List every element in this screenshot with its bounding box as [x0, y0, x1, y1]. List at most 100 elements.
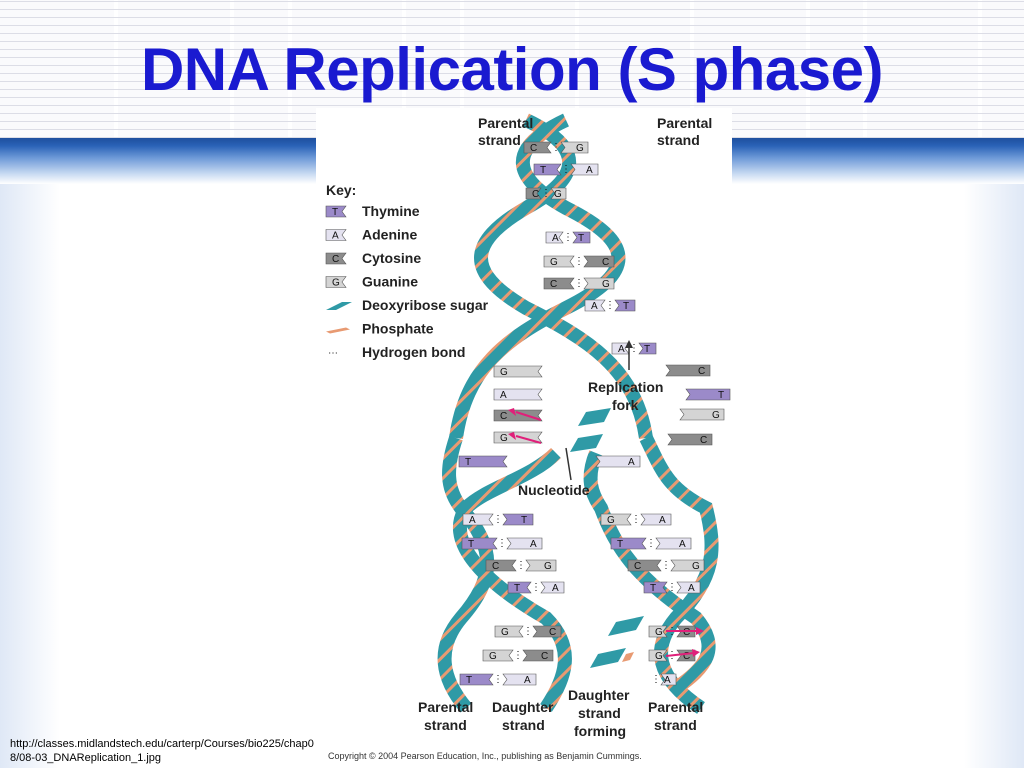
parental-backbone-b	[474, 113, 653, 440]
base-letter: T	[468, 539, 474, 550]
right-parental-backbone	[639, 434, 719, 714]
right-helix-base-pair: C⋮⋮G	[627, 559, 705, 572]
dna-figure-svg: C⋮⋮GT⋮⋮AC⋮⋮GA⋮⋮TG⋮⋮CC⋮⋮GA⋮⋮TA⋮⋮TGACGTCTG…	[325, 113, 731, 739]
copyright-notice: Copyright © 2004 Pearson Education, Inc.…	[328, 751, 642, 761]
base-g: G	[648, 649, 668, 662]
base-a: A	[506, 537, 543, 550]
hydrogen-bond-dots: ⋮⋮	[523, 626, 543, 637]
base-t: T	[502, 513, 534, 526]
right-template-base: A	[595, 455, 641, 468]
base-letter: G	[489, 651, 497, 662]
hydrogen-bond-dots: ⋮⋮	[563, 232, 583, 243]
hydrogen-bond-dots: ⋮⋮	[574, 256, 594, 267]
base-t: T	[643, 581, 668, 594]
top-base-pair: A⋮⋮T	[611, 342, 657, 355]
key-swatch-sugar	[326, 302, 352, 310]
hydrogen-bond-dots: ⋮⋮	[493, 674, 513, 685]
base-letter: C	[500, 411, 507, 422]
label-nucleotide: Nucleotide	[518, 482, 590, 498]
hydrogen-bond-dots: ⋮⋮	[629, 343, 649, 354]
base-pairs: C⋮⋮GT⋮⋮AC⋮⋮GA⋮⋮TG⋮⋮CC⋮⋮GA⋮⋮TA⋮⋮TGACGTCTG…	[458, 141, 731, 686]
source-url-line-1[interactable]: http://classes.midlandstech.edu/carterp/…	[10, 738, 314, 750]
key-label: Adenine	[362, 227, 417, 243]
hydrogen-bond-dots: ⋮⋮	[646, 538, 666, 549]
base-letter: C	[492, 561, 499, 572]
header-band	[0, 0, 1024, 138]
base-letter: G	[554, 189, 562, 200]
top-base-pair: C⋮⋮G	[525, 187, 567, 200]
base-letter: C	[683, 627, 690, 638]
base-g: G	[648, 625, 668, 638]
nucleotide-addition-arrows	[508, 408, 704, 657]
base-letter: C	[550, 279, 557, 290]
hydrogen-bond-dots: ⋮⋮	[561, 164, 581, 175]
replication-fork-pointer-tip	[625, 340, 633, 348]
base-letter: C	[541, 651, 548, 662]
base-letter: A	[332, 231, 339, 242]
base-letter: T	[718, 390, 724, 401]
source-url-line-2[interactable]: 8/08-03_DNAReplication_1.jpg	[10, 752, 162, 764]
hydrogen-bond-dots: ⋮⋮	[651, 674, 671, 685]
base-a: A	[640, 513, 672, 526]
base-t: T	[614, 299, 636, 312]
base-a: A	[570, 163, 599, 176]
base-letter: T	[617, 539, 623, 550]
base-letter: A	[659, 515, 666, 526]
base-letter: G	[544, 561, 552, 572]
base-letter: T	[465, 457, 471, 468]
left-daughter-backbone	[453, 447, 572, 712]
label-daughter-strand-2: strand	[502, 717, 545, 733]
left-daughter-helix	[437, 435, 572, 713]
base-g: G	[494, 625, 524, 638]
key-label: Cytosine	[362, 250, 421, 266]
key-item: A Adenine	[325, 227, 417, 243]
hydrogen-bond-dots: ⋮⋮	[531, 582, 551, 593]
label-parental-strand-top-right: Parental	[657, 115, 712, 131]
right-helix-base-pair: T⋮⋮A	[643, 581, 701, 594]
label-parental-strand-bottom-right-2: strand	[654, 717, 697, 733]
left-helix-base-pair: C⋮⋮G	[485, 559, 557, 572]
base-letter: A	[628, 457, 635, 468]
base-letter: G	[550, 257, 558, 268]
label-parental-strand-top-right-2: strand	[657, 132, 700, 148]
left-template-base: C	[493, 409, 543, 422]
parental-backbone-a	[449, 113, 626, 440]
base-letter: T	[578, 233, 584, 244]
base-letter: G	[655, 651, 663, 662]
base-letter: A	[552, 233, 559, 244]
hydrogen-bond-dots: ⋮⋮	[551, 142, 571, 153]
key-swatch: G	[325, 276, 347, 289]
base-a: A	[676, 581, 701, 594]
base-g: G	[670, 559, 705, 572]
left-edge-gradient	[0, 184, 60, 768]
right-helix-base-pair: ⋮⋮A	[651, 673, 677, 686]
label-daughter-strand-forming-3: forming	[574, 723, 626, 739]
base-t: T	[638, 342, 657, 355]
label-replication-fork-2: fork	[612, 397, 639, 413]
base-g: G	[600, 513, 632, 526]
base-c: C	[583, 255, 615, 268]
source-url[interactable]: http://classes.midlandstech.edu/carterp/…	[10, 737, 340, 765]
base-letter: C	[530, 143, 537, 154]
key-swatch: T	[325, 205, 347, 218]
hydrogen-bond-dots: ⋮⋮	[497, 538, 517, 549]
base-g: G	[583, 277, 615, 290]
base-t: T	[533, 163, 562, 176]
right-helix-base-pair: T⋮⋮A	[610, 537, 692, 550]
right-template-base: G	[679, 408, 725, 421]
key-item: Phosphate	[326, 321, 434, 337]
left-helix-base-pair: T ⋮⋮A	[461, 537, 543, 550]
base-c: C	[525, 187, 542, 200]
label-daughter-strand-forming-2: strand	[578, 705, 621, 721]
base-t: T	[572, 231, 591, 244]
base-letter: C	[634, 561, 641, 572]
label-parental-strand-bottom-left: Parental	[418, 699, 473, 715]
base-g: G	[482, 649, 514, 662]
nucleotide-pointer	[565, 447, 572, 481]
left-helix-base-pair: T⋮⋮A	[459, 673, 537, 686]
base-letter: T	[466, 675, 472, 686]
base-c: C	[543, 277, 575, 290]
